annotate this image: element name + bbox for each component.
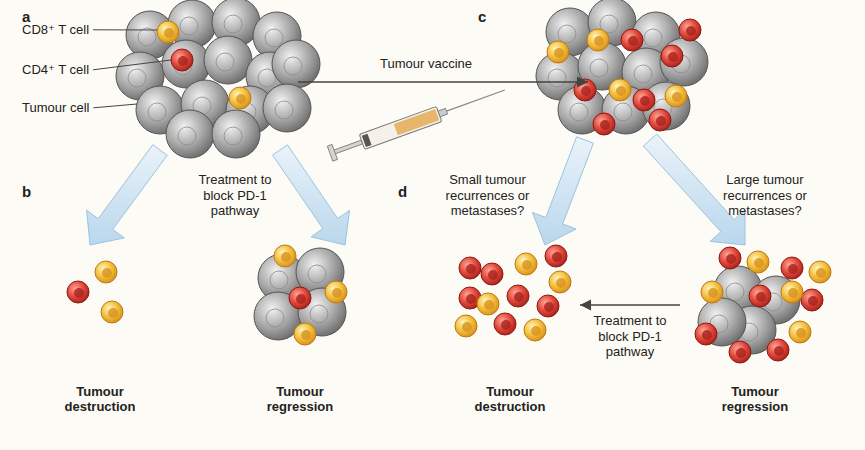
tumour-cell [698, 298, 746, 346]
treatment-arrow [532, 137, 593, 245]
outcome-node: Tumour destruction [25, 240, 175, 415]
tumour-cell [263, 84, 311, 132]
cd4-t-cell [719, 247, 741, 269]
cd8-t-cell [524, 319, 546, 341]
cd8-t-cell [95, 261, 117, 283]
cd8-t-cell [274, 245, 296, 267]
tumour-cell [166, 110, 214, 158]
cd4-t-cell [593, 113, 615, 135]
cd8-t-cell [809, 261, 831, 283]
cd4-t-cell [749, 285, 771, 307]
outcome-caption: Tumour regression [705, 384, 805, 415]
edge-label: Treatment to block PD-1 pathway [582, 313, 678, 360]
cd8-t-cell [665, 85, 687, 107]
outcome-node: Tumour regression [680, 240, 830, 415]
treatment-arrow [273, 145, 350, 245]
vaccine-label: Tumour vaccine [380, 56, 472, 72]
cd4-t-cell [729, 341, 751, 363]
leader-line [93, 29, 157, 30]
treatment-connector [580, 304, 680, 305]
leader-line [93, 104, 137, 108]
cd8-t-cell [547, 41, 569, 63]
cd4-t-cell [459, 257, 481, 279]
cd4-t-cell [171, 49, 193, 71]
panel-letter: c [478, 8, 486, 26]
tumour-cell [204, 36, 252, 84]
cd4-t-cell [507, 285, 529, 307]
cd8-t-cell [294, 323, 316, 345]
callout-label: CD4⁺ T cell [22, 62, 89, 78]
leader-lines [93, 30, 171, 108]
cd4-t-cell [537, 295, 559, 317]
outcome-caption: Tumour destruction [50, 384, 150, 415]
callout-label: Tumour cell [22, 100, 89, 116]
cd8-t-cell [229, 87, 251, 109]
cd8-t-cell [609, 79, 631, 101]
cd4-t-cell [545, 245, 567, 267]
cd4-t-cell [621, 29, 643, 51]
cd4-t-cell [649, 109, 671, 131]
cd4-t-cell [633, 89, 655, 111]
cd8-t-cell [549, 271, 571, 293]
cd4-t-cell [695, 323, 717, 345]
outcome-node: Tumour destruction [440, 240, 580, 415]
outcome-caption: Tumour regression [250, 384, 350, 415]
syringe [327, 82, 507, 161]
panel-letter: b [22, 183, 31, 201]
leader-line [93, 60, 171, 70]
cd4-t-cell [801, 289, 823, 311]
cd8-t-cell [789, 321, 811, 343]
cd4-t-cell [679, 19, 701, 41]
cd4-t-cell [767, 339, 789, 361]
tumour-cell [660, 38, 708, 86]
panel-letter: d [398, 183, 407, 201]
callout-label: CD8⁺ T cell [22, 22, 89, 38]
cd8-t-cell [455, 315, 477, 337]
cd8-t-cell [781, 281, 803, 303]
cd4-t-cell [289, 287, 311, 309]
cd4-t-cell [481, 263, 503, 285]
cd4-t-cell [67, 281, 89, 303]
outcome-caption: Tumour destruction [460, 384, 560, 415]
question-label: Large tumour recurrences or metastases? [700, 172, 830, 219]
vaccine-arrow [298, 81, 588, 82]
cd8-t-cell [477, 293, 499, 315]
cd4-t-cell [661, 45, 683, 67]
cd8-t-cell [747, 251, 769, 273]
question-label: Small tumour recurrences or metastases? [425, 172, 550, 219]
tumour-cell [272, 40, 320, 88]
cd8-t-cell [515, 253, 537, 275]
cd4-t-cell [781, 257, 803, 279]
cell-clusters [67, 0, 831, 363]
cd8-t-cell [101, 301, 123, 323]
treatment-label: Treatment to block PD-1 pathway [186, 172, 284, 219]
treatment-arrow [87, 145, 168, 245]
cd8-t-cell [701, 281, 723, 303]
outcome-node: Tumour regression [225, 240, 375, 415]
cd8-t-cell [157, 21, 179, 43]
cd8-t-cell [325, 281, 347, 303]
cd4-t-cell [494, 313, 516, 335]
tumour-cell [212, 110, 260, 158]
cd8-t-cell [587, 29, 609, 51]
